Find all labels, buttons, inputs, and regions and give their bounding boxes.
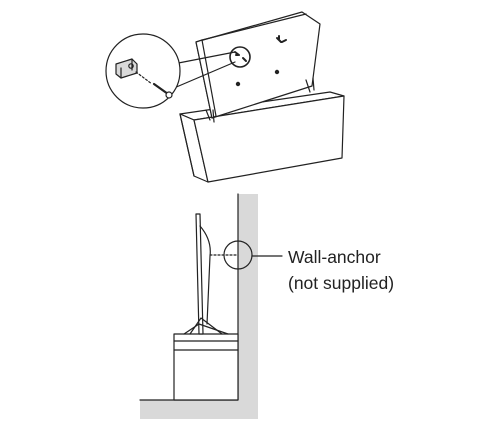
anchor-highlight-circle	[223, 240, 253, 270]
screw-icon	[152, 82, 173, 99]
callout-line-2: (not supplied)	[288, 273, 395, 293]
side-view	[139, 193, 283, 419]
tv-side-profile	[183, 213, 229, 335]
side-stand-cabinet	[173, 333, 239, 401]
callout-line-1: Wall-anchor	[288, 247, 381, 267]
tv-panel	[195, 11, 321, 119]
stand-cabinet	[179, 91, 345, 183]
screw-holes	[229, 35, 287, 87]
tv-feet	[205, 77, 315, 123]
magnifier-circle-icon	[105, 33, 236, 109]
wall-anchor-callout: Wall-anchor (not supplied)	[288, 244, 394, 296]
tv-rear-view	[105, 11, 345, 183]
